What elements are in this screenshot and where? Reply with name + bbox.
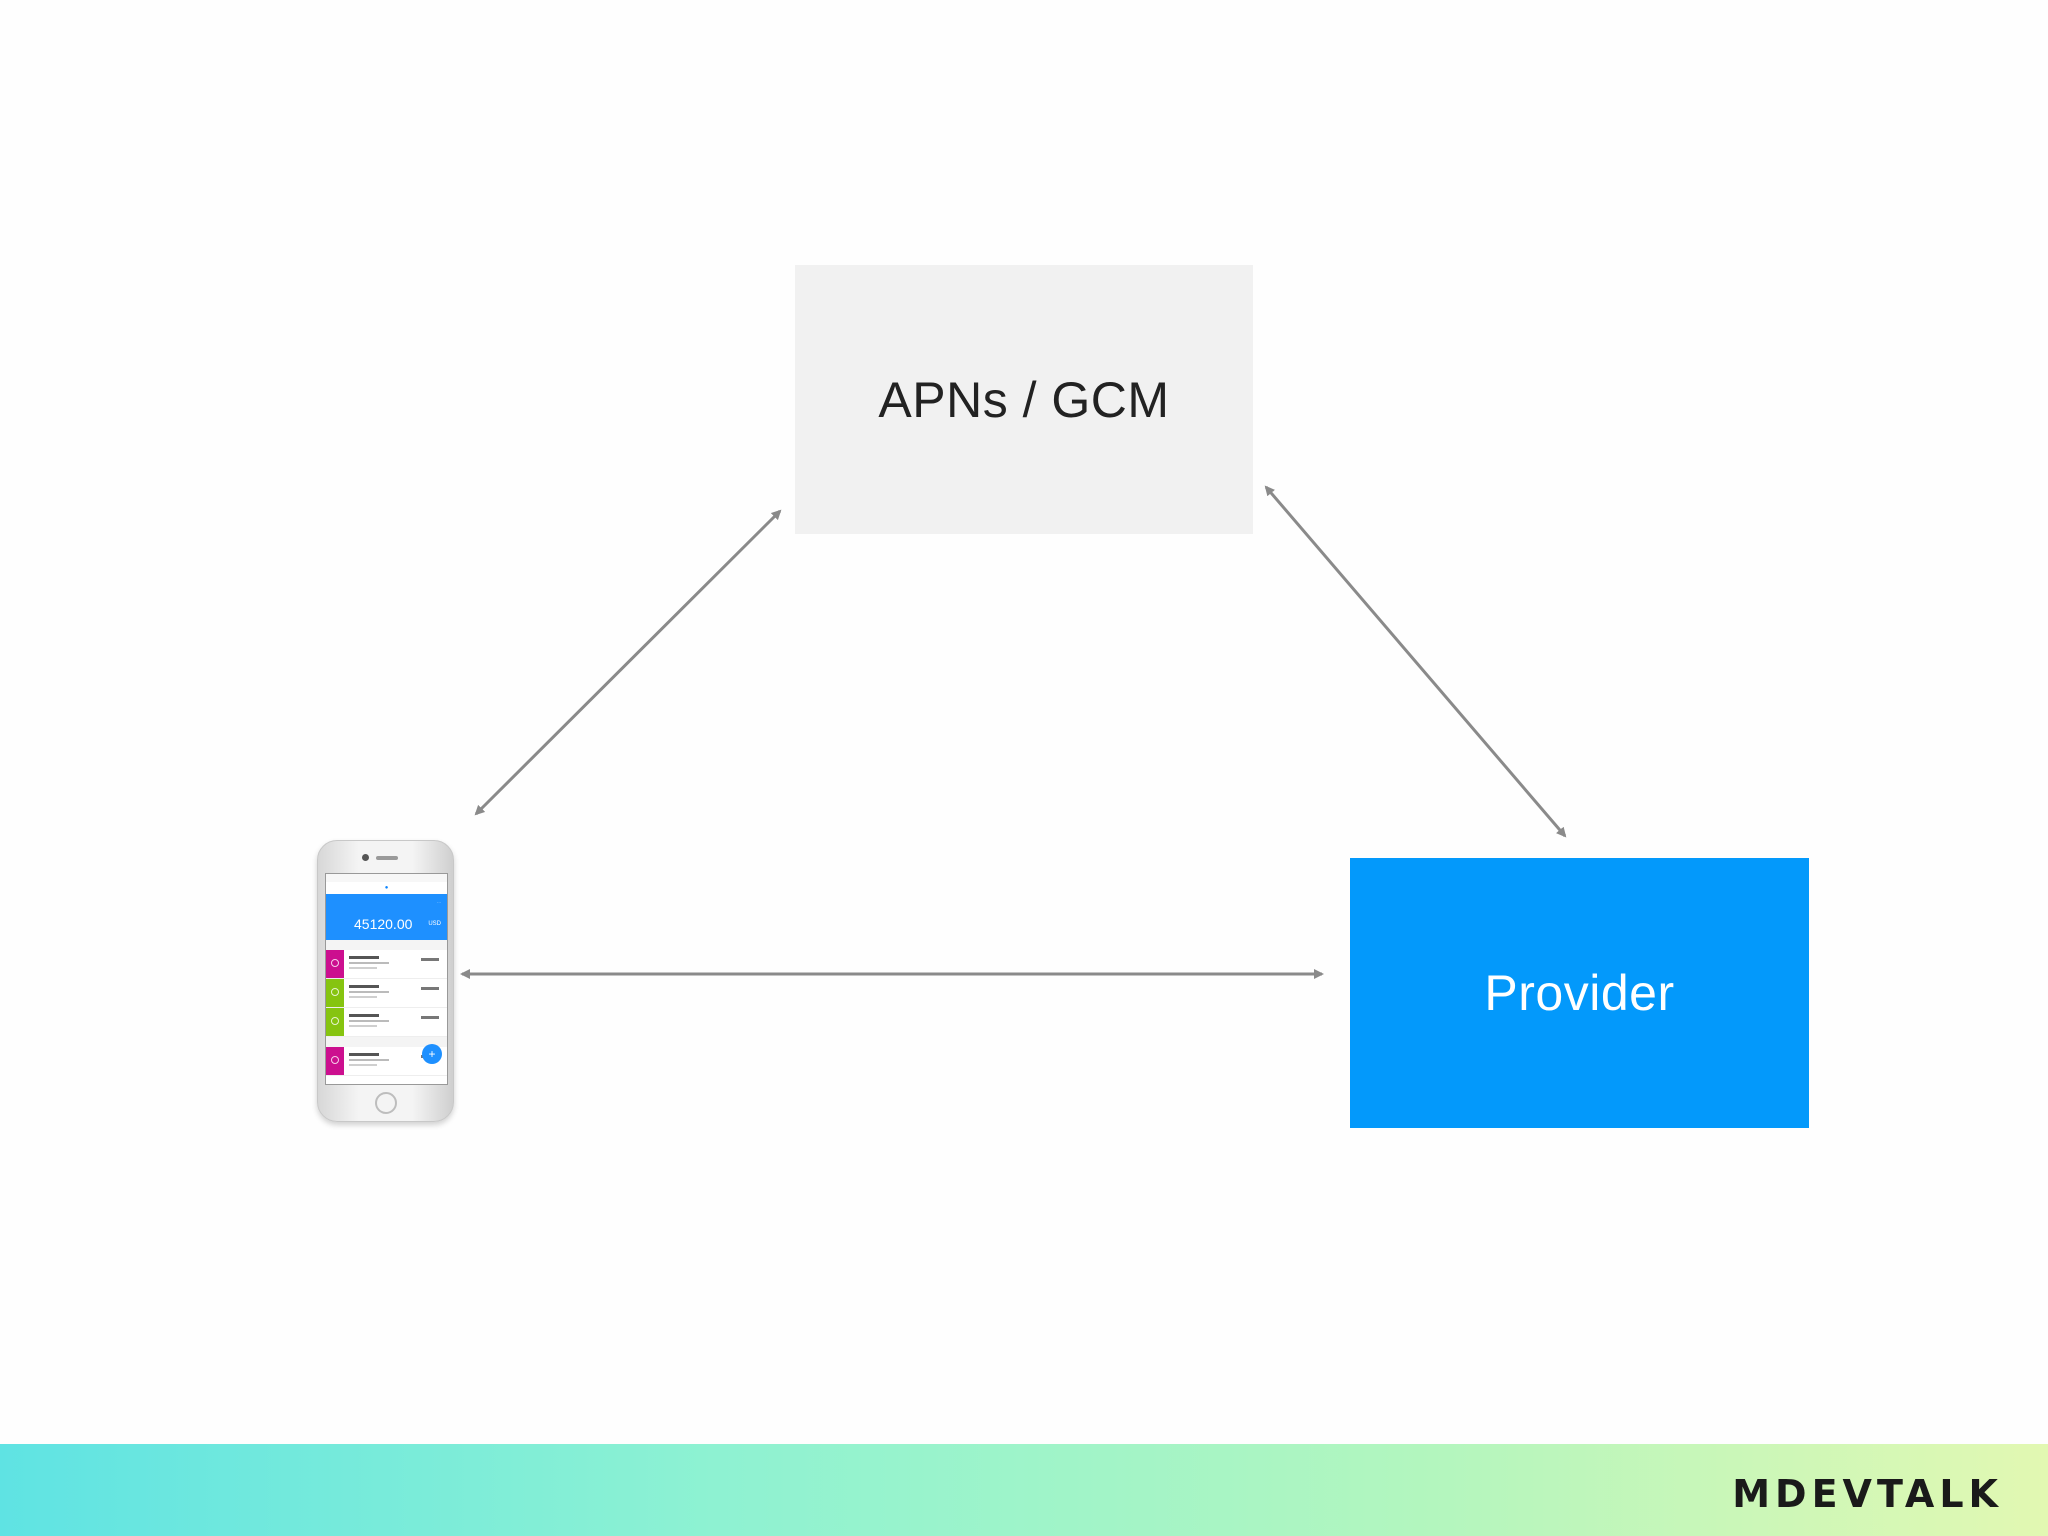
category-color-bar [326, 1008, 344, 1036]
arrow-apns-provider [1264, 485, 1567, 838]
mdevtalk-logo: MDEVTALK [1732, 1472, 2003, 1516]
phone-section-gap [326, 1037, 447, 1047]
arrow-device-apns [474, 509, 782, 816]
phone-transaction-row [326, 950, 447, 979]
phone-transaction-row [326, 1008, 447, 1037]
category-color-bar [326, 979, 344, 1007]
category-icon [331, 1056, 339, 1064]
phone-nav-bar: ● [326, 882, 447, 894]
phone-screen: ● ··· 45120.00 USD [325, 873, 448, 1085]
smartphone-device: ● ··· 45120.00 USD [317, 840, 454, 1122]
category-color-bar [326, 950, 344, 978]
phone-header-subtext: ··· [437, 900, 441, 905]
category-icon [331, 1017, 339, 1025]
phone-section-gap [326, 940, 447, 950]
category-color-bar [326, 1047, 344, 1075]
phone-transaction-row [326, 979, 447, 1008]
phone-camera [362, 854, 369, 861]
apns-gcm-node: APNs / GCM [795, 265, 1253, 534]
apns-gcm-label: APNs / GCM [878, 371, 1170, 428]
phone-balance-header: ··· 45120.00 USD [326, 894, 447, 940]
phone-balance-amount: 45120.00 [354, 916, 413, 932]
category-icon [331, 988, 339, 996]
phone-status-bar [326, 874, 447, 882]
footer-gradient-bar: MDEVTALK [0, 1444, 2048, 1536]
phone-balance-currency: USD [428, 921, 441, 927]
provider-label: Provider [1484, 965, 1675, 1021]
category-icon [331, 959, 339, 967]
phone-speaker [376, 856, 398, 860]
provider-node: Provider [1350, 858, 1809, 1128]
phone-home-button [375, 1092, 397, 1114]
phone-add-fab-icon: + [422, 1044, 442, 1064]
